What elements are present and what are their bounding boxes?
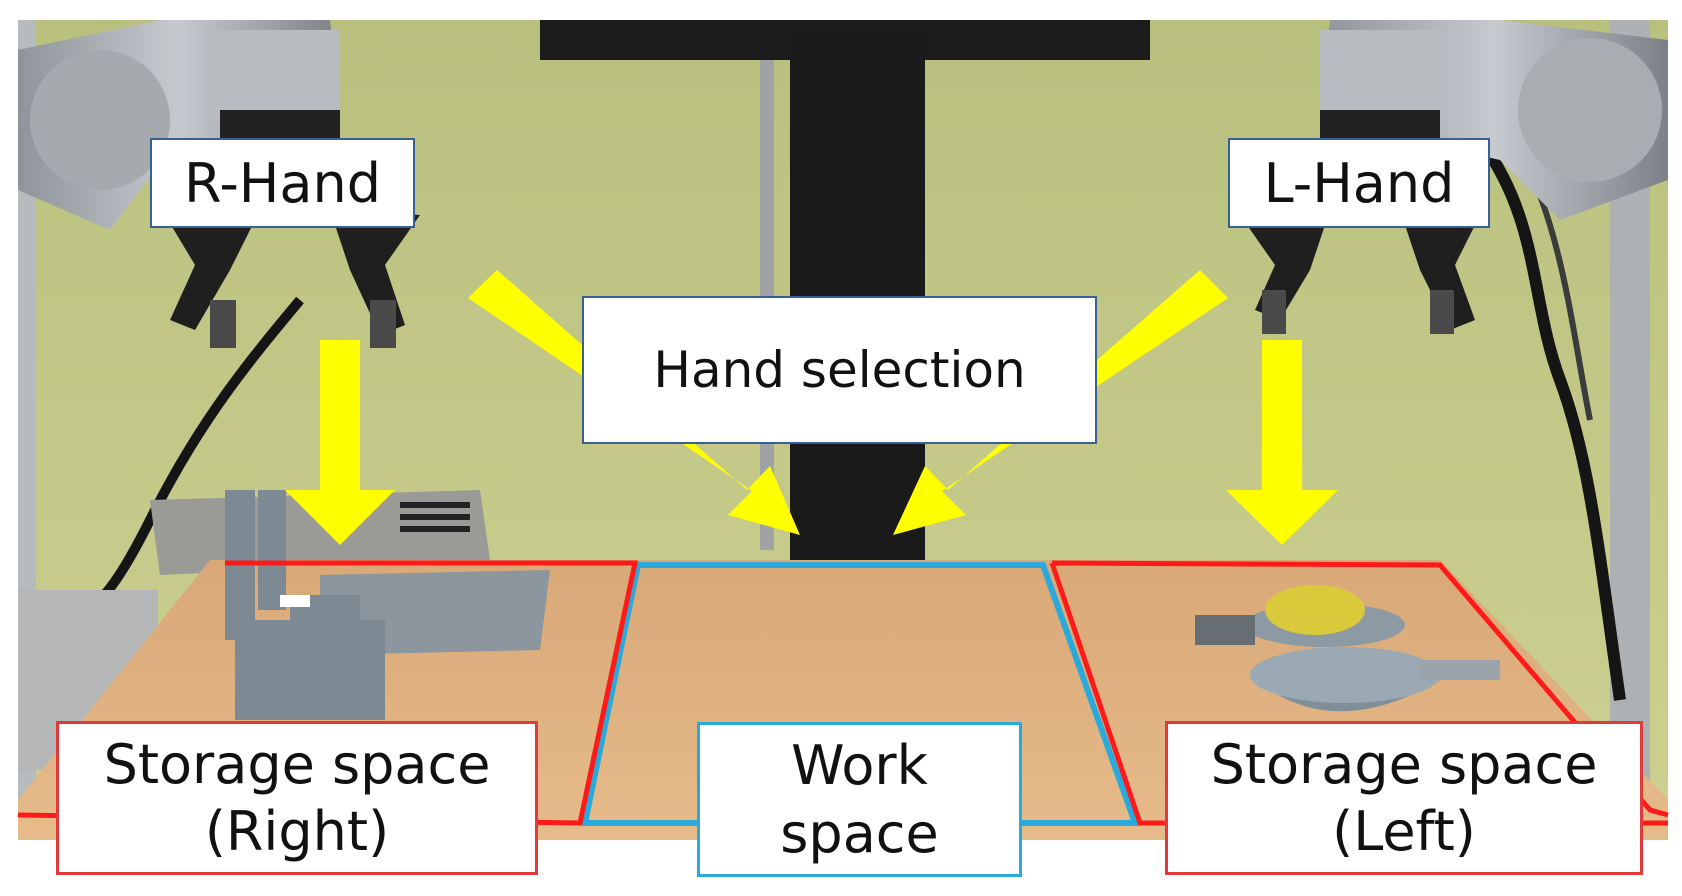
arrow-right-hand-down: [285, 340, 395, 545]
l-hand-label: L-Hand: [1228, 138, 1490, 228]
hand-selection-label: Hand selection: [582, 296, 1097, 444]
storage-right-label: Storage space (Right): [56, 721, 538, 875]
arrow-left-hand-down: [1226, 340, 1338, 545]
storage-left-label: Storage space (Left): [1165, 721, 1643, 875]
r-hand-label: R-Hand: [150, 138, 415, 228]
left-hand-cable: [1475, 136, 1626, 701]
yellow-potato: [1265, 585, 1365, 635]
grey-parts-right: [225, 490, 550, 720]
work-space-outline: [581, 562, 1140, 826]
work-space-label: Work space: [697, 722, 1022, 877]
